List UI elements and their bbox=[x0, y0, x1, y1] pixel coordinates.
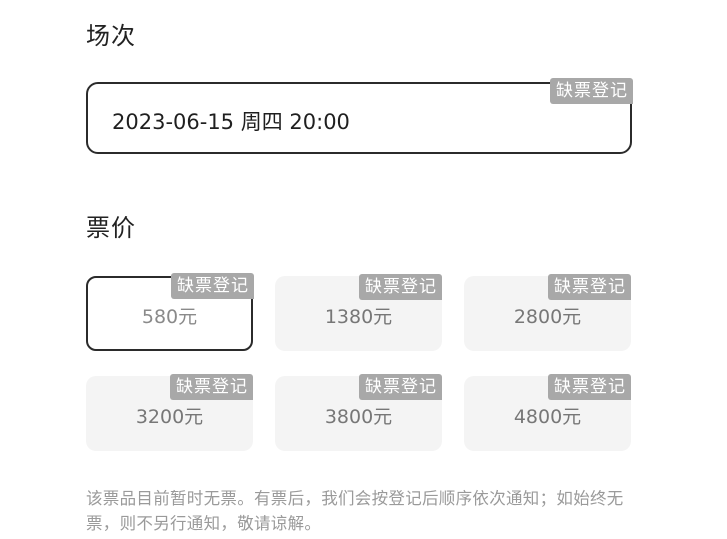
price-option-3200[interactable]: 3200元 缺票登记 bbox=[86, 374, 253, 451]
price-grid: 580元 缺票登记 1380元 缺票登记 2800元 缺票登记 3200元 缺票… bbox=[86, 273, 634, 456]
price-option-2800[interactable]: 2800元 缺票登记 bbox=[464, 274, 631, 351]
session-section-title: 场次 bbox=[86, 22, 136, 50]
waitlist-badge: 缺票登记 bbox=[548, 374, 631, 400]
price-option-580[interactable]: 580元 缺票登记 bbox=[86, 273, 254, 351]
waitlist-badge: 缺票登记 bbox=[170, 374, 253, 400]
session-option-card[interactable]: 2023-06-15 周四 20:00 缺票登记 bbox=[86, 78, 633, 154]
session-datetime: 2023-06-15 周四 20:00 bbox=[112, 110, 350, 134]
price-option-4800[interactable]: 4800元 缺票登记 bbox=[464, 374, 631, 451]
waitlist-badge: 缺票登记 bbox=[550, 78, 633, 104]
waitlist-badge: 缺票登记 bbox=[171, 273, 254, 299]
waitlist-badge: 缺票登记 bbox=[359, 274, 442, 300]
price-label: 580元 bbox=[141, 306, 198, 328]
price-option-3800[interactable]: 3800元 缺票登记 bbox=[275, 374, 442, 451]
price-label: 1380元 bbox=[324, 306, 393, 328]
price-label: 2800元 bbox=[513, 306, 582, 328]
price-section-title: 票价 bbox=[86, 214, 136, 242]
waitlist-note: 该票品目前暂时无票。有票后，我们会按登记后顺序依次通知；如始终无票，则不另行通知… bbox=[86, 489, 624, 533]
price-label: 3800元 bbox=[324, 406, 393, 428]
price-label: 4800元 bbox=[513, 406, 582, 428]
waitlist-badge: 缺票登记 bbox=[548, 274, 631, 300]
waitlist-badge: 缺票登记 bbox=[359, 374, 442, 400]
price-label: 3200元 bbox=[135, 406, 204, 428]
price-option-1380[interactable]: 1380元 缺票登记 bbox=[275, 274, 442, 351]
